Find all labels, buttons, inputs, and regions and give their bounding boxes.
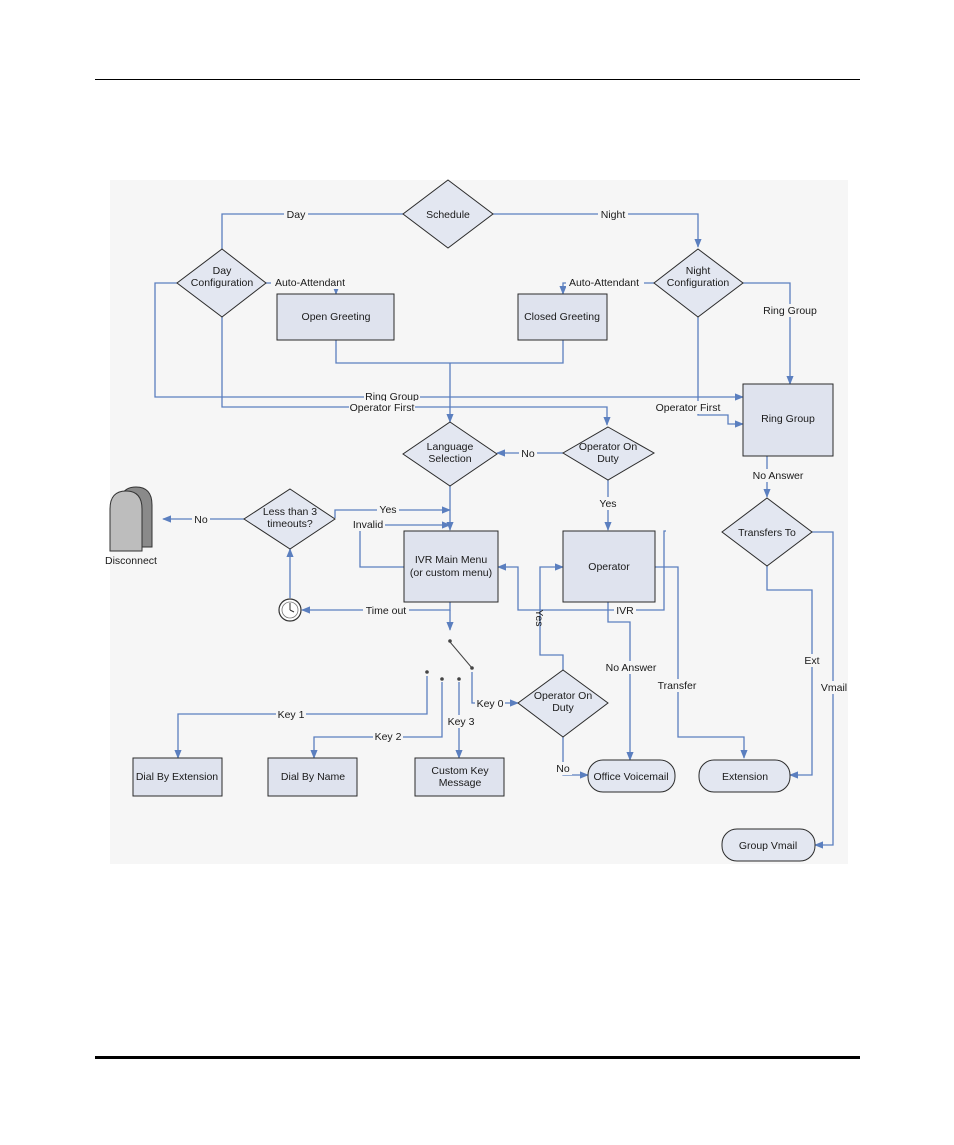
label-key1: Key 1 (278, 709, 305, 721)
dial-by-extension-label: Dial By Extension (136, 771, 218, 783)
node-extension: Extension (698, 759, 791, 793)
node-operator: Operator (562, 530, 656, 603)
node-night-configuration: Night Configuration (653, 248, 744, 318)
custom-key-label-2: Message (439, 777, 482, 789)
label-time-out: Time out (366, 605, 407, 617)
timeouts-label-1: Less than 3 (263, 506, 317, 518)
day-config-label-1: Day (213, 265, 232, 277)
label-auto-attendant-night: Auto-Attendant (569, 277, 639, 289)
ivr-label-1: IVR Main Menu (415, 554, 488, 566)
label-yes-operator: Yes (599, 498, 616, 510)
label-no-disconnect: No (194, 514, 208, 526)
timeouts-label-2: timeouts? (267, 518, 313, 530)
edge-night-ring-group (743, 282, 794, 385)
ivr-label-2: (or custom menu) (410, 567, 492, 579)
ring-group-label: Ring Group (761, 413, 815, 425)
node-less-than-3-timeouts: Less than 3 timeouts? (243, 488, 336, 550)
schedule-label: Schedule (426, 209, 470, 221)
transfers-to-label: Transfers To (738, 527, 796, 539)
edge-night (493, 213, 702, 248)
label-transfer: Transfer (658, 680, 697, 692)
open-greeting-label: Open Greeting (302, 311, 371, 323)
label-key2: Key 2 (375, 731, 402, 743)
node-language-selection: Language Selection (402, 421, 498, 487)
edge-operator-ivr (497, 530, 666, 611)
node-group-vmail: Group Vmail (721, 828, 816, 862)
node-custom-key-message: Custom Key Message (414, 757, 505, 797)
label-operator-first-day: Operator First (350, 402, 415, 414)
closed-greeting-label: Closed Greeting (524, 311, 600, 323)
office-voicemail-label: Office Voicemail (593, 771, 668, 783)
node-operator-on-duty-bottom: Operator On Duty (517, 669, 609, 738)
label-yes-key0: Yes (533, 609, 545, 626)
edge-night-operator-first (697, 317, 744, 428)
language-label-2: Selection (428, 453, 471, 465)
node-day-configuration: Day Configuration (176, 248, 267, 318)
label-ring-group-day: Ring Group (365, 391, 419, 403)
node-open-greeting: Open Greeting (276, 293, 395, 341)
operator-label: Operator (588, 561, 630, 573)
node-closed-greeting: Closed Greeting (517, 293, 608, 341)
node-dial-by-extension: Dial By Extension (132, 757, 223, 797)
label-no-voicemail: No (556, 763, 570, 775)
edge-open-greeting-merge (335, 340, 450, 364)
label-operator-first-night: Operator First (656, 402, 721, 414)
label-ring-group-night: Ring Group (763, 305, 817, 317)
label-night: Night (601, 209, 626, 221)
header-rule (95, 79, 860, 80)
node-dial-by-name: Dial By Name (267, 757, 358, 797)
node-operator-on-duty-top: Operator On Duty (562, 426, 656, 481)
custom-key-label-1: Custom Key (431, 765, 489, 777)
label-no-operator: No (521, 448, 535, 460)
node-disconnect: Disconnect (105, 486, 157, 567)
label-no-answer-ring: No Answer (753, 470, 804, 482)
label-no-answer-operator: No Answer (606, 662, 657, 674)
node-ring-group: Ring Group (742, 383, 834, 457)
edge-invalid (359, 521, 451, 568)
edge-timeouts-yes (334, 506, 451, 518)
label-vmail: Vmail (821, 682, 847, 694)
edge-day (221, 213, 403, 249)
label-key3: Key 3 (448, 716, 475, 728)
edge-operator-no-answer (607, 602, 634, 761)
edge-labels: Day Night Auto-Attendant Auto-Attendant … (192, 206, 848, 775)
node-office-voicemail: Office Voicemail (587, 759, 676, 793)
disconnect-label: Disconnect (105, 555, 157, 567)
clock-icon (278, 598, 302, 622)
label-auto-attendant-day: Auto-Attendant (275, 277, 345, 289)
label-invalid: Invalid (353, 519, 384, 531)
day-config-label-2: Configuration (191, 277, 254, 289)
edge-closed-greeting-merge (450, 340, 564, 364)
dial-by-name-label: Dial By Name (281, 771, 345, 783)
edge-operator-transfer (655, 566, 748, 759)
night-config-label-2: Configuration (667, 277, 730, 289)
label-key0: Key 0 (477, 698, 504, 710)
label-day: Day (287, 209, 306, 221)
node-ivr-main-menu: IVR Main Menu (or custom menu) (403, 530, 499, 603)
operator-duty-bottom-label-1: Operator On (534, 690, 593, 702)
edge-transfer-ext (766, 566, 813, 779)
extension-label: Extension (722, 771, 768, 783)
operator-duty-top-label-1: Operator On (579, 441, 638, 453)
edge-day-ring-group (154, 282, 744, 401)
operator-duty-top-label-2: Duty (597, 453, 619, 465)
night-config-label-1: Night (686, 265, 711, 277)
label-ext: Ext (804, 655, 819, 667)
edge-key2 (310, 682, 443, 759)
label-yes-timeouts: Yes (379, 504, 396, 516)
label-ivr: IVR (616, 605, 634, 617)
footer-rule (95, 1056, 860, 1059)
operator-duty-bottom-label-2: Duty (552, 702, 574, 714)
node-schedule: Schedule (402, 179, 494, 249)
group-vmail-label: Group Vmail (739, 840, 797, 852)
edge-key0-duty-yes (539, 563, 564, 670)
node-transfers-to: Transfers To (721, 497, 813, 567)
language-label-1: Language (427, 441, 474, 453)
